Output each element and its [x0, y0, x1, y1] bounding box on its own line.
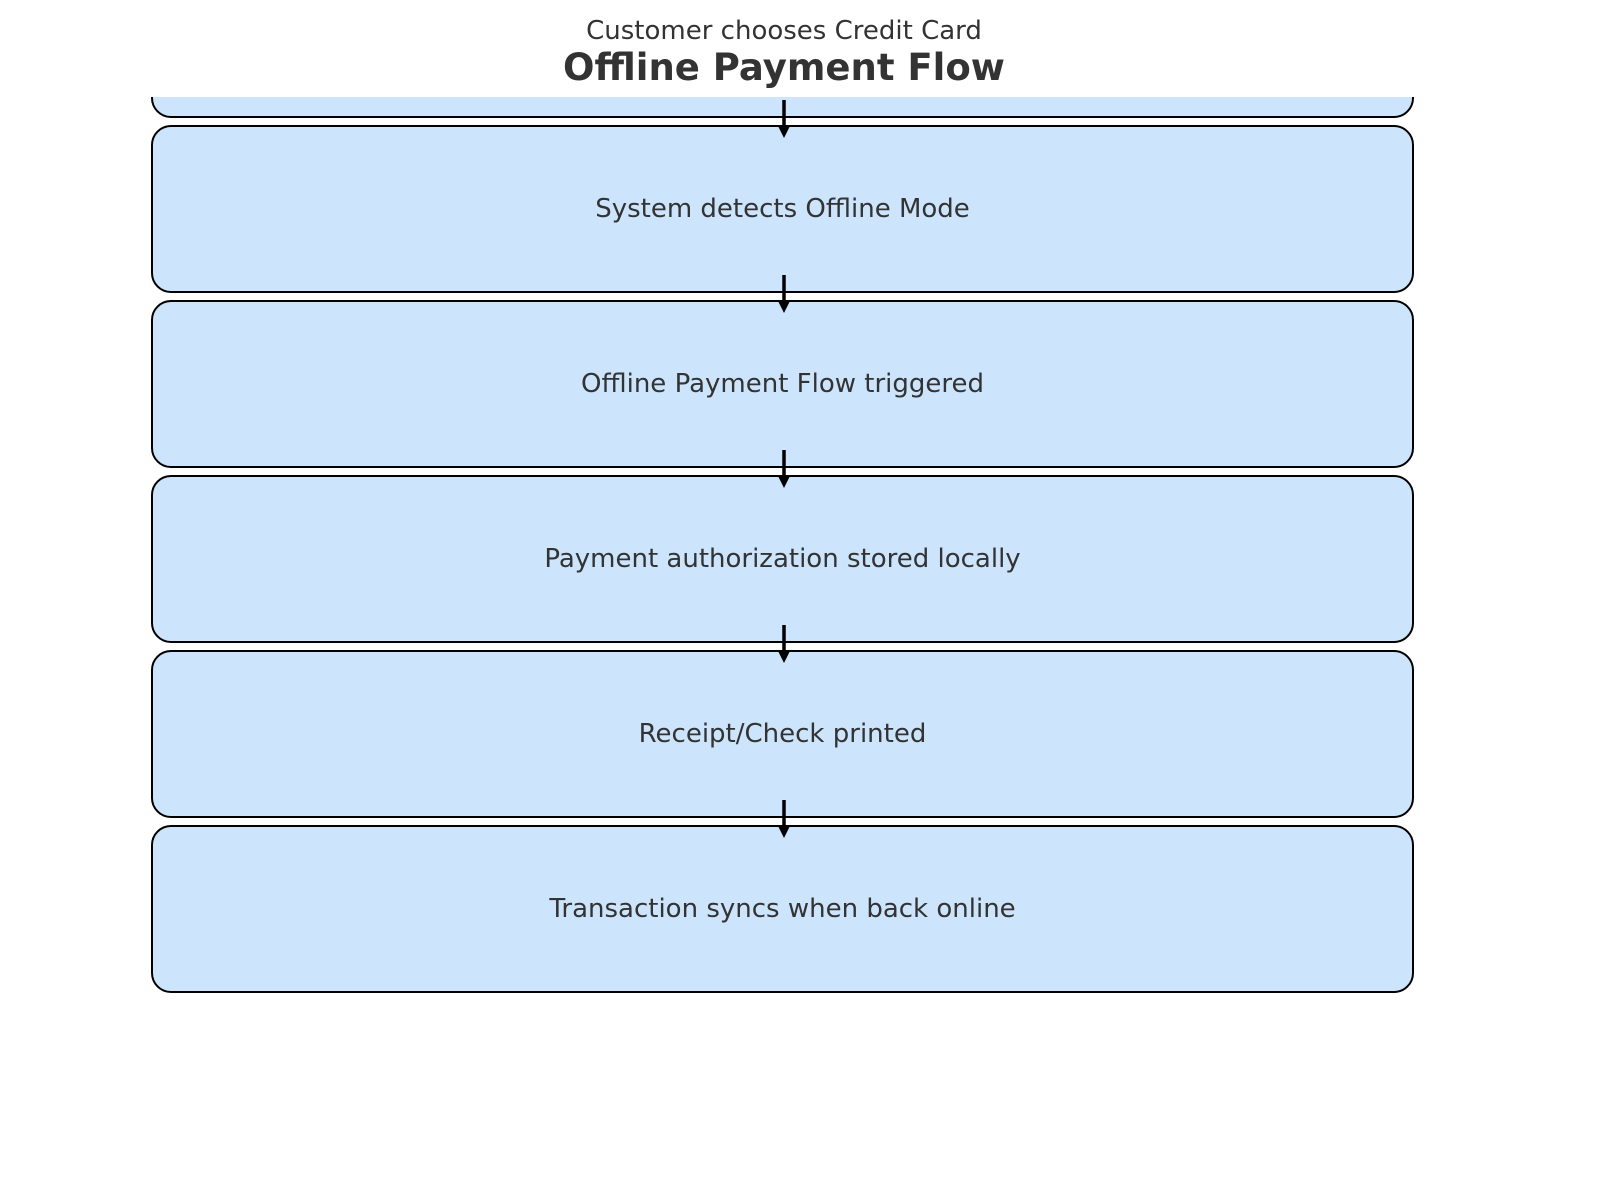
arrow-down-icon: [774, 275, 794, 315]
flow-step-label: System detects Offline Mode: [595, 194, 970, 224]
flow-step-label: Payment authorization stored locally: [544, 544, 1021, 574]
flow-step-system-detects-offline: System detects Offline Mode: [151, 125, 1414, 293]
flow-step-offline-flow-triggered: Offline Payment Flow triggered: [151, 300, 1414, 468]
flow-step-label: Offline Payment Flow triggered: [581, 369, 984, 399]
arrow-down-icon: [774, 800, 794, 840]
arrow-down-icon: [774, 625, 794, 665]
title-area: [0, 0, 1568, 97]
flow-step-label: Transaction syncs when back online: [549, 894, 1016, 924]
flow-step-label: Receipt/Check printed: [638, 719, 927, 749]
page-title: Offline Payment Flow: [563, 46, 1005, 89]
flow-step-authorization-stored: Payment authorization stored locally: [151, 475, 1414, 643]
flow-step-label: Customer chooses Credit Card: [586, 16, 982, 46]
arrow-down-icon: [774, 450, 794, 490]
flow-step-receipt-printed: Receipt/Check printed: [151, 650, 1414, 818]
flow-step-transaction-syncs: Transaction syncs when back online: [151, 825, 1414, 993]
arrow-down-icon: [774, 100, 794, 140]
